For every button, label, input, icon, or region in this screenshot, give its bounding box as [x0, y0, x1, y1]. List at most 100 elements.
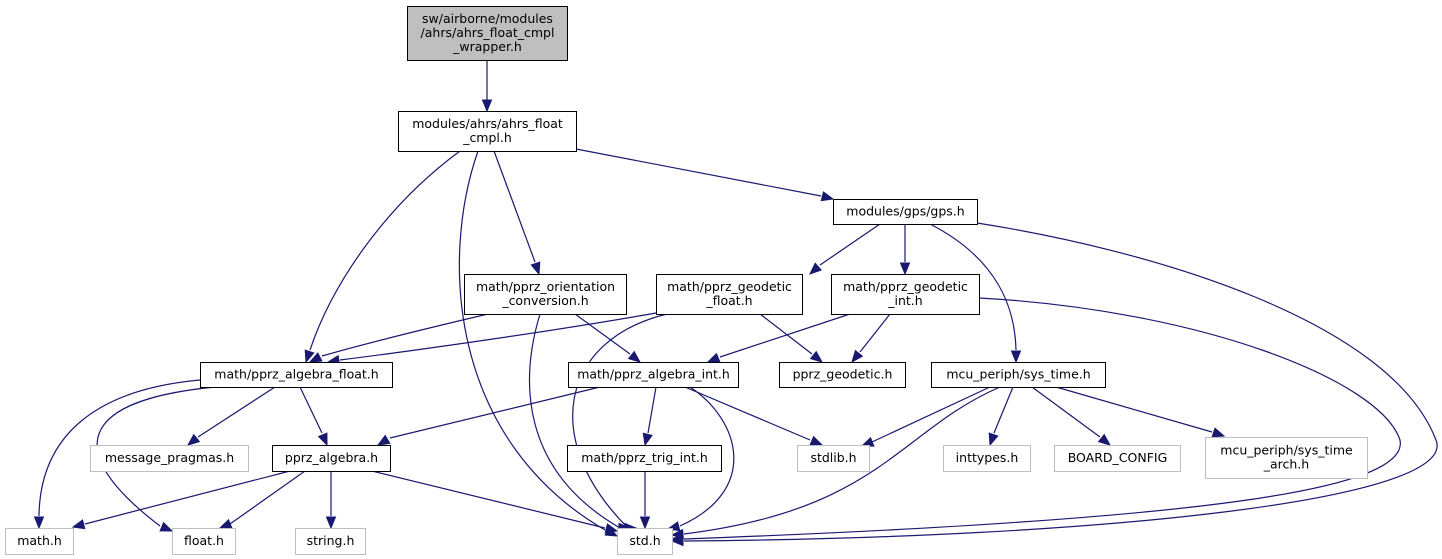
edge-line [493, 150, 536, 263]
node-pprz-algebra[interactable]: pprz_algebra.h [272, 445, 391, 472]
edge-sys-time-to-board-config [1031, 386, 1112, 446]
node-geodetic-int[interactable]: math/pprz_geodetic_int.h [831, 274, 980, 315]
edge-line [458, 150, 606, 531]
node-box [831, 274, 980, 315]
edge-algebra-int-to-trig-int [642, 386, 657, 447]
node-pprz-geodetic[interactable]: pprz_geodetic.h [779, 362, 906, 388]
nodes-layer: sw/airborne/modules/ahrs/ahrs_float_cmpl… [5, 6, 1368, 555]
edge-line [575, 148, 822, 197]
arrowhead-icon [325, 516, 337, 530]
node-box [833, 199, 978, 225]
edge-line [229, 470, 306, 525]
edge-pprz-algebra-to-math [71, 470, 291, 530]
node-label: inttypes.h [956, 450, 1019, 465]
edge-pprz-algebra-to-string [325, 471, 337, 530]
node-label: mcu_periph/sys_time.h [946, 367, 1090, 382]
edge-orientation-conversion-to-algebra-float [308, 313, 489, 363]
edge-line [859, 313, 891, 353]
node-box [931, 362, 1106, 388]
arrowhead-icon [218, 518, 233, 529]
node-label: float.h [184, 533, 224, 548]
edge-geodetic-float-to-algebra-float [326, 312, 657, 366]
node-label: math/pprz_algebra_float.h [214, 367, 378, 382]
arrowhead-icon [530, 261, 541, 276]
edge-gps-to-sys-time [929, 223, 1022, 364]
arrowhead-icon [33, 516, 45, 530]
edge-line [299, 386, 323, 434]
arrowhead-icon [988, 432, 999, 447]
edge-ahrs-float-cmpl-to-std [458, 150, 619, 537]
node-message-pragmas: message_pragmas.h [90, 445, 249, 472]
edge-sys-time-to-std [670, 386, 1001, 540]
node-gps[interactable]: modules/gps/gps.h [833, 199, 978, 225]
node-box [5, 528, 74, 555]
edge-geodetic-float-to-pprz-geodetic [759, 313, 824, 363]
node-box [398, 111, 577, 152]
node-inttypes: inttypes.h [943, 445, 1031, 472]
edge-geodetic-int-to-std [670, 297, 1401, 545]
node-orientation-conversion[interactable]: math/pprz_orientation_conversion.h [464, 274, 627, 315]
node-label: _arch.h [1263, 457, 1309, 472]
node-ahrs-float-cmpl[interactable]: modules/ahrs/ahrs_float_cmpl.h [398, 111, 577, 152]
edges-layer [33, 60, 1438, 547]
arrowhead-icon [159, 521, 174, 532]
node-label: mcu_periph/sys_time [1220, 443, 1353, 458]
node-box [1205, 437, 1368, 479]
node-board-config: BOARD_CONFIG [1054, 445, 1181, 472]
node-label: math/pprz_trig_int.h [581, 450, 708, 465]
edge-line [993, 386, 1014, 434]
node-label: message_pragmas.h [105, 450, 234, 465]
arrowhead-icon [317, 432, 328, 447]
edge-line [1055, 386, 1213, 433]
edge-line [819, 223, 881, 266]
edge-algebra-int-to-stdlib [684, 386, 824, 446]
arrowhead-icon [71, 519, 86, 530]
node-box [295, 528, 366, 555]
arrowhead-icon [604, 523, 619, 534]
node-sys-time[interactable]: mcu_periph/sys_time.h [931, 362, 1106, 388]
node-trig-int[interactable]: math/pprz_trig_int.h [567, 445, 722, 472]
edge-ahrs-float-cmpl-to-gps [575, 148, 835, 202]
node-algebra-int[interactable]: math/pprz_algebra_int.h [568, 362, 739, 388]
node-geodetic-float[interactable]: math/pprz_geodetic_float.h [656, 274, 803, 315]
node-label: _cmpl.h [462, 130, 512, 145]
node-box [779, 362, 906, 388]
arrowhead-icon [809, 350, 824, 363]
edge-pprz-algebra-to-std [371, 470, 619, 534]
node-root[interactable]: sw/airborne/modules/ahrs/ahrs_float_cmpl… [407, 6, 568, 61]
node-algebra-float[interactable]: math/pprz_algebra_float.h [200, 362, 393, 388]
arrowhead-icon [809, 262, 823, 275]
edge-geodetic-int-to-pprz-geodetic [851, 313, 891, 364]
arrowhead-icon [860, 436, 875, 447]
edge-line [84, 470, 291, 525]
arrowhead-icon [308, 352, 323, 363]
node-box [656, 274, 803, 315]
edge-line [683, 297, 1401, 540]
node-label: modules/gps/gps.h [846, 204, 964, 219]
edge-algebra-int-to-pprz-algebra [376, 386, 601, 446]
arrowhead-icon [820, 191, 835, 202]
edge-line [683, 386, 1001, 535]
node-box [567, 445, 722, 472]
node-label: math/pprz_geodetic [843, 279, 968, 294]
edge-line [683, 222, 1438, 542]
edge-line [572, 313, 668, 529]
node-label: sw/airborne/modules [422, 11, 553, 26]
node-box [172, 528, 236, 555]
arrowhead-icon [706, 352, 721, 363]
edge-line [96, 386, 216, 527]
arrowhead-icon [639, 516, 651, 530]
edge-ahrs-float-cmpl-to-orientation-conversion [493, 150, 541, 276]
arrowhead-icon [1010, 350, 1022, 364]
node-box [464, 274, 627, 315]
arrowhead-icon [304, 349, 315, 364]
edge-line [1031, 386, 1101, 438]
edge-algebra-float-to-float [96, 386, 216, 532]
node-label: /ahrs/ahrs_float_cmpl [421, 25, 555, 40]
node-label: _wrapper.h [452, 39, 522, 54]
edge-sys-time-to-stdlib [860, 386, 991, 447]
edge-geodetic-int-to-algebra-int [706, 313, 851, 363]
edge-line [759, 313, 813, 355]
node-label: std.h [629, 533, 660, 548]
edge-pprz-algebra-to-float [218, 470, 306, 529]
